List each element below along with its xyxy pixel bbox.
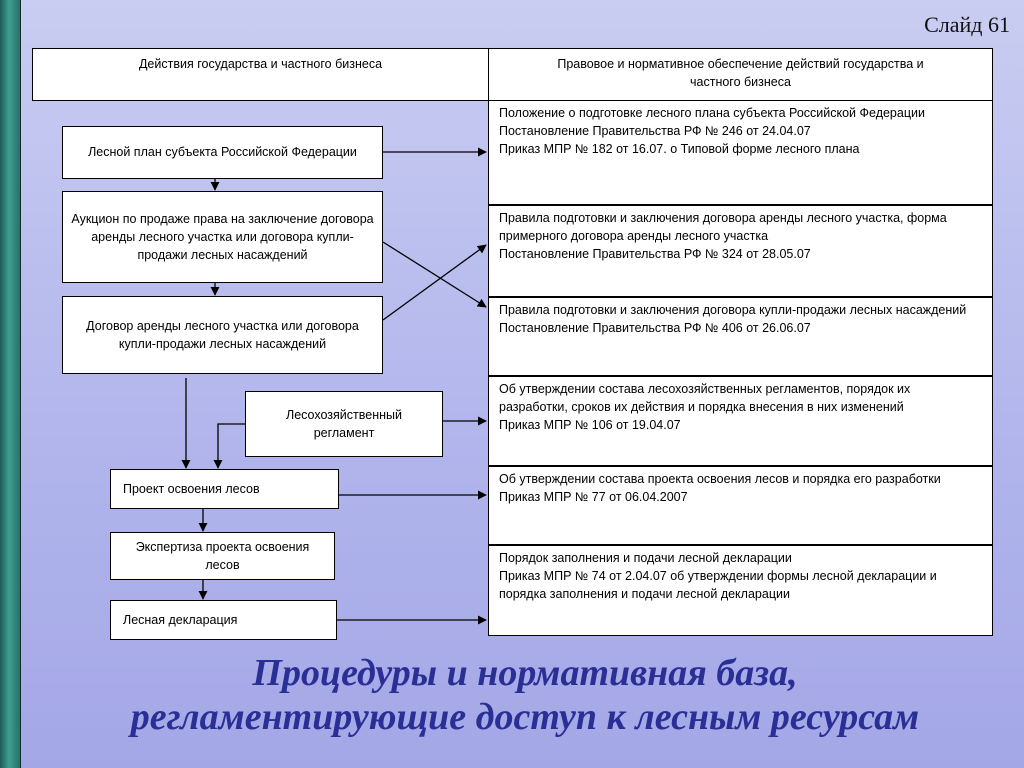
flow-project-expertise: Экспертиза проекта освоения лесов bbox=[110, 532, 335, 580]
header-legal-line-1: Правовое и нормативное обеспечение дейст… bbox=[557, 57, 924, 71]
legal-declaration-line-2: Приказ МПР № 74 от 2.04.07 об утверждени… bbox=[499, 569, 937, 602]
slide-number: Слайд 61 bbox=[924, 12, 1010, 37]
flow-auction-text: Аукцион по продаже права на заключение д… bbox=[71, 211, 374, 263]
header-legal-line-2: частного бизнеса bbox=[690, 75, 791, 90]
flow-forest-plan-text: Лесной план субъекта Российской Федераци… bbox=[88, 145, 357, 160]
legal-lease-rules-line-2: Постановление Правительства РФ № 324 от … bbox=[499, 247, 811, 262]
arrow-contract-to-lease-rules bbox=[382, 244, 487, 321]
flow-forestry-regulation: Лесохозяйственный регламент bbox=[245, 391, 443, 457]
legal-declaration: Порядок заполнения и подачи лесной декла… bbox=[488, 545, 993, 636]
slide-title-line-2: регламентирующие доступ к лесным ресурса… bbox=[130, 695, 920, 738]
flow-lease-contract-text: Договор аренды лесного участка или догов… bbox=[86, 318, 359, 351]
side-strip bbox=[0, 0, 21, 768]
flow-development-project: Проект освоения лесов bbox=[110, 469, 339, 509]
legal-regulations-line-2: Приказ МПР № 106 от 19.04.07 bbox=[499, 418, 681, 433]
header-actions-text: Действия государства и частного бизнеса bbox=[138, 57, 383, 71]
legal-forest-plan-line-1: Положение о подготовке лесного плана суб… bbox=[499, 106, 925, 120]
arrow-auction-to-sale-rules bbox=[382, 241, 487, 308]
legal-regulations-line-1: Об утверждении состава лесохозяйственных… bbox=[499, 382, 911, 415]
flow-forestry-regulation-text: Лесохозяйственный регламент bbox=[286, 407, 402, 440]
flow-auction: Аукцион по продаже права на заключение д… bbox=[62, 191, 383, 283]
slide-title: Процедуры и нормативная база, регламенти… bbox=[30, 652, 1020, 739]
header-actions: Действия государства и частного бизнеса bbox=[32, 48, 489, 101]
header-legal: Правовое и нормативное обеспечение дейст… bbox=[488, 48, 993, 101]
legal-forest-plan: Положение о подготовке лесного плана суб… bbox=[488, 100, 993, 205]
arrow-regulation-to-project bbox=[213, 423, 245, 469]
flow-forest-plan: Лесной план субъекта Российской Федераци… bbox=[62, 126, 383, 179]
flow-forest-declaration-text: Лесная декларация bbox=[123, 612, 238, 627]
legal-lease-rules-line-1: Правила подготовки и заключения договора… bbox=[499, 211, 947, 244]
flow-project-expertise-text: Экспертиза проекта освоения лесов bbox=[135, 539, 310, 572]
legal-declaration-line-1: Порядок заполнения и подачи лесной декла… bbox=[499, 551, 792, 565]
slide-title-line-1: Процедуры и нормативная база, bbox=[252, 652, 798, 694]
legal-sale-rules-line-2: Постановление Правительства РФ № 406 от … bbox=[499, 321, 811, 336]
flow-development-project-text: Проект освоения лесов bbox=[123, 481, 260, 496]
flow-forest-declaration: Лесная декларация bbox=[110, 600, 337, 640]
legal-project: Об утверждении состава проекта освоения … bbox=[488, 466, 993, 545]
legal-project-line-2: Приказ МПР № 77 от 06.04.2007 bbox=[499, 490, 688, 505]
legal-sale-rules: Правила подготовки и заключения договора… bbox=[488, 297, 993, 376]
legal-forest-plan-line-3: Приказ МПР № 182 от 16.07. о Типовой фор… bbox=[499, 142, 860, 157]
flow-lease-contract: Договор аренды лесного участка или догов… bbox=[62, 296, 383, 374]
legal-regulations: Об утверждении состава лесохозяйственных… bbox=[488, 376, 993, 466]
legal-project-line-1: Об утверждении состава проекта освоения … bbox=[499, 472, 941, 486]
legal-forest-plan-line-2: Постановление Правительства РФ № 246 от … bbox=[499, 124, 811, 139]
legal-sale-rules-line-1: Правила подготовки и заключения договора… bbox=[499, 303, 967, 317]
legal-lease-rules: Правила подготовки и заключения договора… bbox=[488, 205, 993, 297]
